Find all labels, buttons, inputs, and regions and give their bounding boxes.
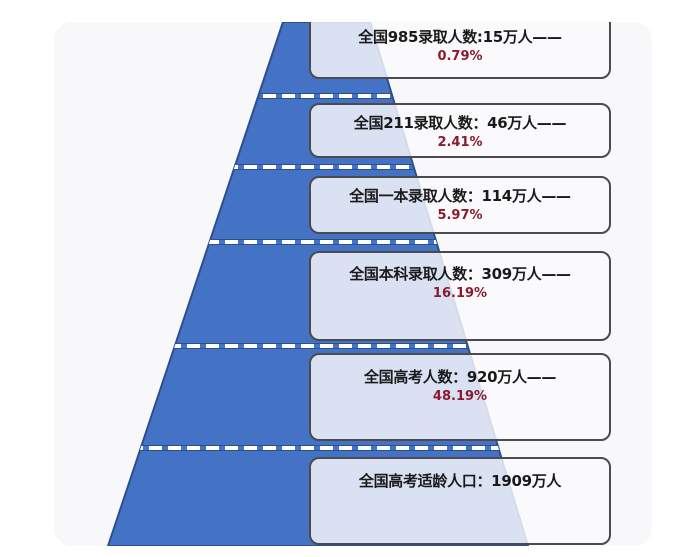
tier-percent: 5.97% <box>437 208 483 223</box>
tier-label: 全国一本录取人数：114万人—— <box>349 187 571 205</box>
tier-box-gaokao: 全国高考人数：920万人—— 48.19% <box>309 353 611 441</box>
tier-box-undergrad: 全国本科录取人数：309万人—— 16.19% <box>309 251 611 341</box>
tier-label: 全国985录取人数:15万人—— <box>358 28 562 46</box>
tier-percent: 48.19% <box>432 389 488 404</box>
tier-label: 全国211录取人数：46万人—— <box>353 114 567 132</box>
tier-box-985: 全国985录取人数:15万人—— 0.79% <box>309 22 611 79</box>
tier-box-211: 全国211录取人数：46万人—— 2.41% <box>309 103 611 158</box>
tier-percent: 0.79% <box>437 49 483 64</box>
tier-box-tier1: 全国一本录取人数：114万人—— 5.97% <box>309 176 611 234</box>
tier-percent: 16.19% <box>432 286 488 301</box>
tier-label: 全国高考人数：920万人—— <box>363 368 557 386</box>
tier-percent: 2.41% <box>437 135 483 150</box>
tier-label: 全国高考适龄人口：1909万人 <box>358 472 562 490</box>
tier-box-population: 全国高考适龄人口：1909万人 <box>309 457 611 545</box>
infographic-card: 全国985录取人数:15万人—— 0.79% 全国211录取人数：46万人—— … <box>54 22 652 546</box>
tier-label: 全国本科录取人数：309万人—— <box>349 265 571 283</box>
